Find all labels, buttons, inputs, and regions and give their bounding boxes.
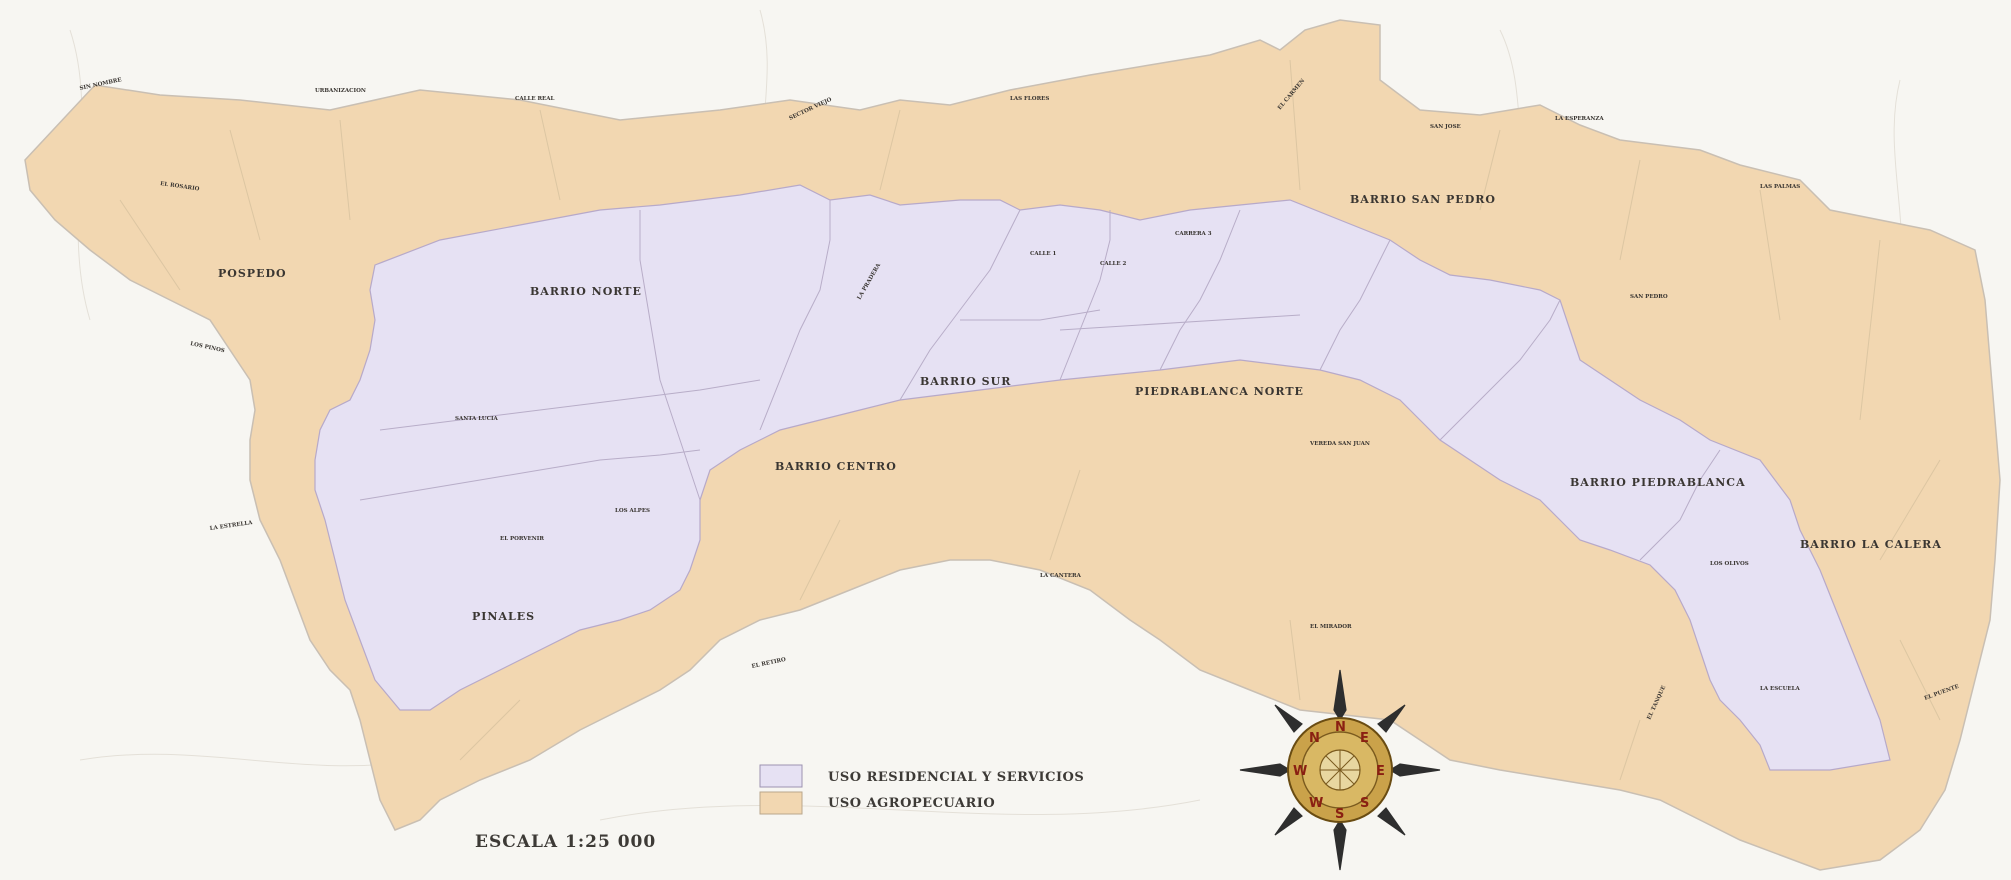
legend-swatch-agricultural — [759, 791, 803, 815]
small-label: LOS PINOS — [190, 341, 226, 354]
small-label: LA ESPERANZA — [1555, 116, 1604, 122]
small-label: EL RETIRO — [751, 657, 786, 670]
compass-letter: E — [1376, 764, 1385, 779]
small-label: SANTA LUCIA — [455, 416, 499, 422]
small-label: CALLE REAL — [515, 96, 555, 102]
label-barrio-norte: BARRIO NORTE — [530, 285, 642, 298]
compass-letter: S — [1335, 807, 1344, 822]
legend: USO RESIDENCIAL Y SERVICIOS USO AGROPECU… — [759, 764, 1084, 815]
scale-label: ESCALA 1:25 000 — [475, 832, 656, 852]
small-label: LAS FLORES — [1010, 96, 1049, 102]
small-label: LA ESTRELLA — [209, 520, 253, 532]
small-label: VEREDA SAN JUAN — [1309, 441, 1370, 447]
small-label: CARRERA 3 — [1175, 231, 1212, 237]
small-label: LA ESCUELA — [1760, 686, 1800, 692]
legend-label-agricultural: USO AGROPECUARIO — [828, 796, 995, 811]
label-piedrablanca-norte: PIEDRABLANCA NORTE — [1135, 385, 1304, 398]
small-label: LA CANTERA — [1040, 573, 1082, 579]
small-label: CALLE 2 — [1100, 261, 1126, 267]
small-label: SAN JOSE — [1430, 124, 1461, 130]
compass-letter: N — [1335, 720, 1346, 735]
label-barrio-sur: BARRIO SUR — [920, 375, 1011, 388]
paper-texture — [69, 9, 1903, 821]
small-label: LAS PALMAS — [1760, 184, 1800, 190]
compass-letter: N — [1309, 731, 1320, 746]
compass-letter: S — [1360, 796, 1369, 811]
label-barrio-la-calera: BARRIO LA CALERA — [1800, 538, 1942, 551]
label-barrio-centro: BARRIO CENTRO — [775, 460, 897, 473]
small-label: LOS ALPES — [615, 508, 650, 514]
label-pinales: PINALES — [472, 610, 535, 623]
label-pospedo: POSPEDO — [218, 267, 287, 280]
compass-letter: E — [1360, 731, 1369, 746]
small-label: LOS OLIVOS — [1710, 561, 1749, 567]
small-label: URBANIZACION — [315, 88, 366, 94]
agricultural-parcel-lines — [119, 59, 1941, 781]
label-barrio-piedrablanca: BARRIO PIEDRABLANCA — [1570, 476, 1746, 489]
compass-letter: W — [1309, 796, 1323, 811]
small-label: EL MIRADOR — [1310, 624, 1352, 630]
residential-area — [314, 184, 1891, 771]
compass-letter: W — [1293, 764, 1307, 779]
small-label: CALLE 1 — [1030, 251, 1056, 257]
legend-swatch-residential — [759, 764, 803, 788]
label-barrio-san-pedro: BARRIO SAN PEDRO — [1350, 193, 1496, 206]
small-label: EL PORVENIR — [500, 536, 544, 542]
legend-label-residential: USO RESIDENCIAL Y SERVICIOS — [828, 770, 1084, 785]
residential-block-lines — [359, 200, 1721, 561]
small-label: SAN PEDRO — [1630, 294, 1668, 300]
small-label: EL ROSARIO — [160, 181, 200, 192]
compass-rose: N E S W E S W N — [1239, 669, 1441, 871]
